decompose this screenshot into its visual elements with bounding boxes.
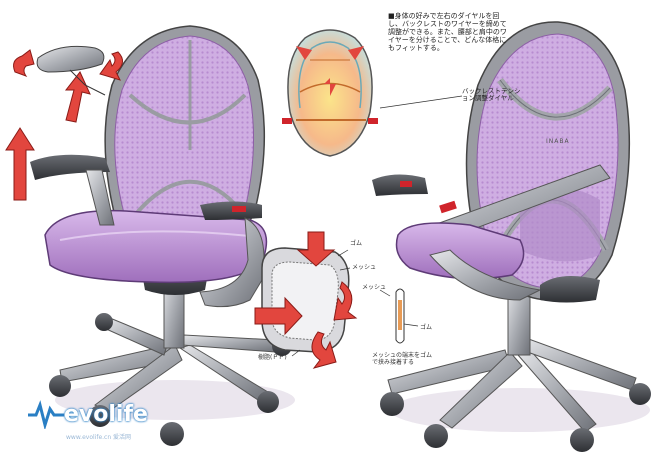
- right-chair: [372, 21, 651, 452]
- brand-mark: INABA: [546, 138, 570, 145]
- label-gomu-top: ゴム: [350, 240, 363, 247]
- backrest-tension-detail: [282, 29, 463, 157]
- mesh-edge-detail: [254, 231, 358, 369]
- watermark-name: evolife: [64, 401, 148, 427]
- backrest-adjust-note: ■身体の好みで左右のダイヤルを回し、バックレストのワイヤーを締めて調整ができる。…: [388, 12, 507, 53]
- mesh-clip-detail: [379, 288, 419, 344]
- label-mesh: メッシュ: [352, 264, 377, 271]
- label-mesh-end: メッシュの端末をゴムで挟み接着する: [372, 352, 433, 367]
- label-resin: 樹脂(ＰＰ): [258, 354, 287, 361]
- left-direction-arrows: [5, 45, 123, 201]
- watermark: evolife: [28, 399, 148, 429]
- watermark-url: www.evolife.cn 爱活网: [66, 434, 132, 441]
- pulse-logo-icon: [28, 400, 64, 429]
- left-chair: [30, 25, 295, 446]
- label-gomu-right: ゴム: [420, 324, 433, 331]
- tension-dial-label: バックレストテンション調整ダイヤル: [462, 87, 521, 103]
- label-mesh-right: メッシュ: [362, 284, 387, 291]
